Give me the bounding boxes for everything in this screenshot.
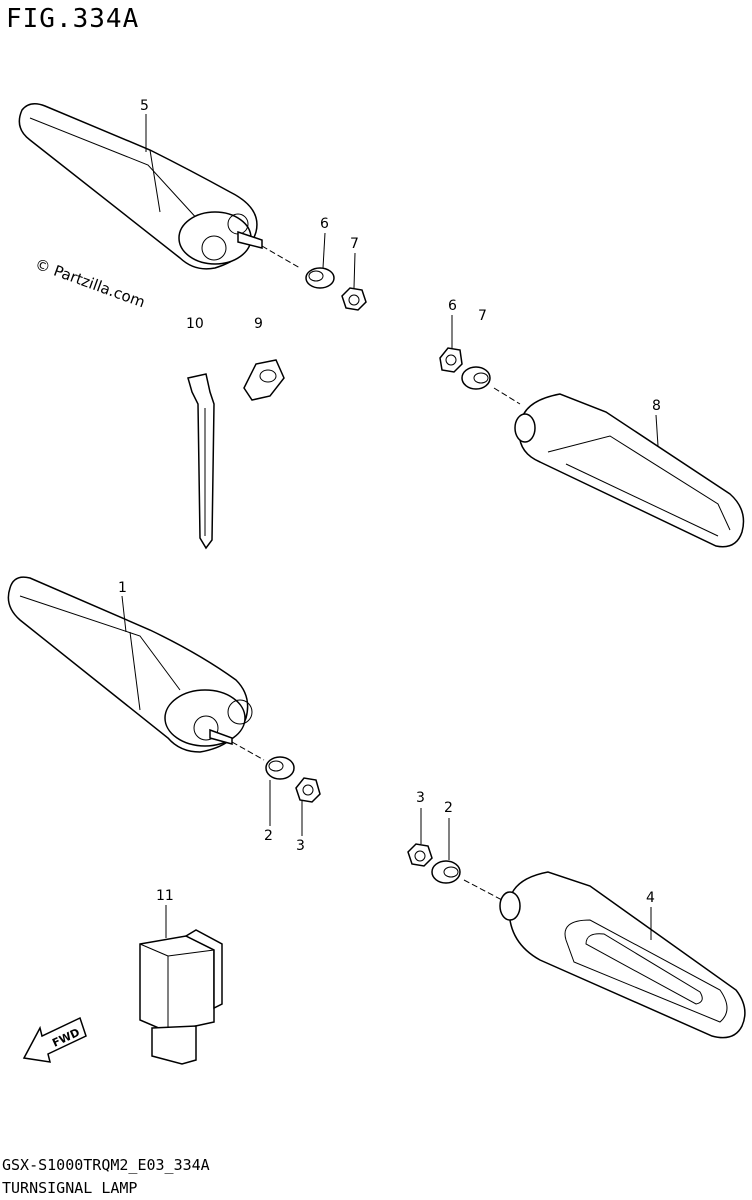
callout-11: 11 bbox=[156, 888, 174, 904]
washer-2-lower-left[interactable] bbox=[265, 756, 295, 780]
nut-3-lower-right[interactable] bbox=[407, 843, 433, 867]
callout-8: 8 bbox=[652, 398, 661, 414]
callout-10: 10 bbox=[186, 316, 204, 332]
nut-3-lower-left[interactable] bbox=[295, 777, 321, 803]
callout-9: 9 bbox=[254, 316, 263, 332]
turn-signal-lamp-5[interactable] bbox=[18, 103, 263, 270]
callout-3-lower-right: 3 bbox=[416, 790, 425, 806]
callout-7-right: 7 bbox=[478, 308, 487, 324]
callout-2-lower-left: 2 bbox=[264, 828, 273, 844]
figure-title: FIG.334A bbox=[6, 4, 140, 34]
watermark: © Partzilla.com bbox=[33, 255, 148, 312]
washer-6-upper[interactable] bbox=[305, 267, 335, 289]
callout-3-lower-left: 3 bbox=[296, 838, 305, 854]
nut-7-upper[interactable] bbox=[341, 287, 367, 311]
callout-2-lower-right: 2 bbox=[444, 800, 453, 816]
callout-4: 4 bbox=[646, 890, 655, 906]
callout-6-upper: 6 bbox=[320, 216, 329, 232]
callout-5: 5 bbox=[140, 98, 149, 114]
washer-6-right[interactable] bbox=[439, 347, 463, 373]
callout-7-upper: 7 bbox=[350, 236, 359, 252]
callout-1: 1 bbox=[118, 580, 127, 596]
bracket-9[interactable] bbox=[243, 359, 285, 401]
relay-11[interactable] bbox=[139, 929, 223, 1065]
callout-6-right: 6 bbox=[448, 298, 457, 314]
figure-name: TURNSIGNAL LAMP bbox=[2, 1179, 138, 1197]
turn-signal-lamp-4[interactable] bbox=[499, 871, 746, 1039]
turn-signal-lamp-8[interactable] bbox=[514, 393, 745, 548]
clamp-10[interactable] bbox=[187, 373, 215, 550]
fwd-arrow: FWD bbox=[22, 1016, 87, 1063]
nut-7-right[interactable] bbox=[461, 366, 491, 390]
figure-code: GSX-S1000TRQM2_E03_334A bbox=[2, 1156, 210, 1174]
washer-2-lower-right[interactable] bbox=[431, 860, 461, 884]
turn-signal-lamp-1[interactable] bbox=[7, 576, 253, 753]
